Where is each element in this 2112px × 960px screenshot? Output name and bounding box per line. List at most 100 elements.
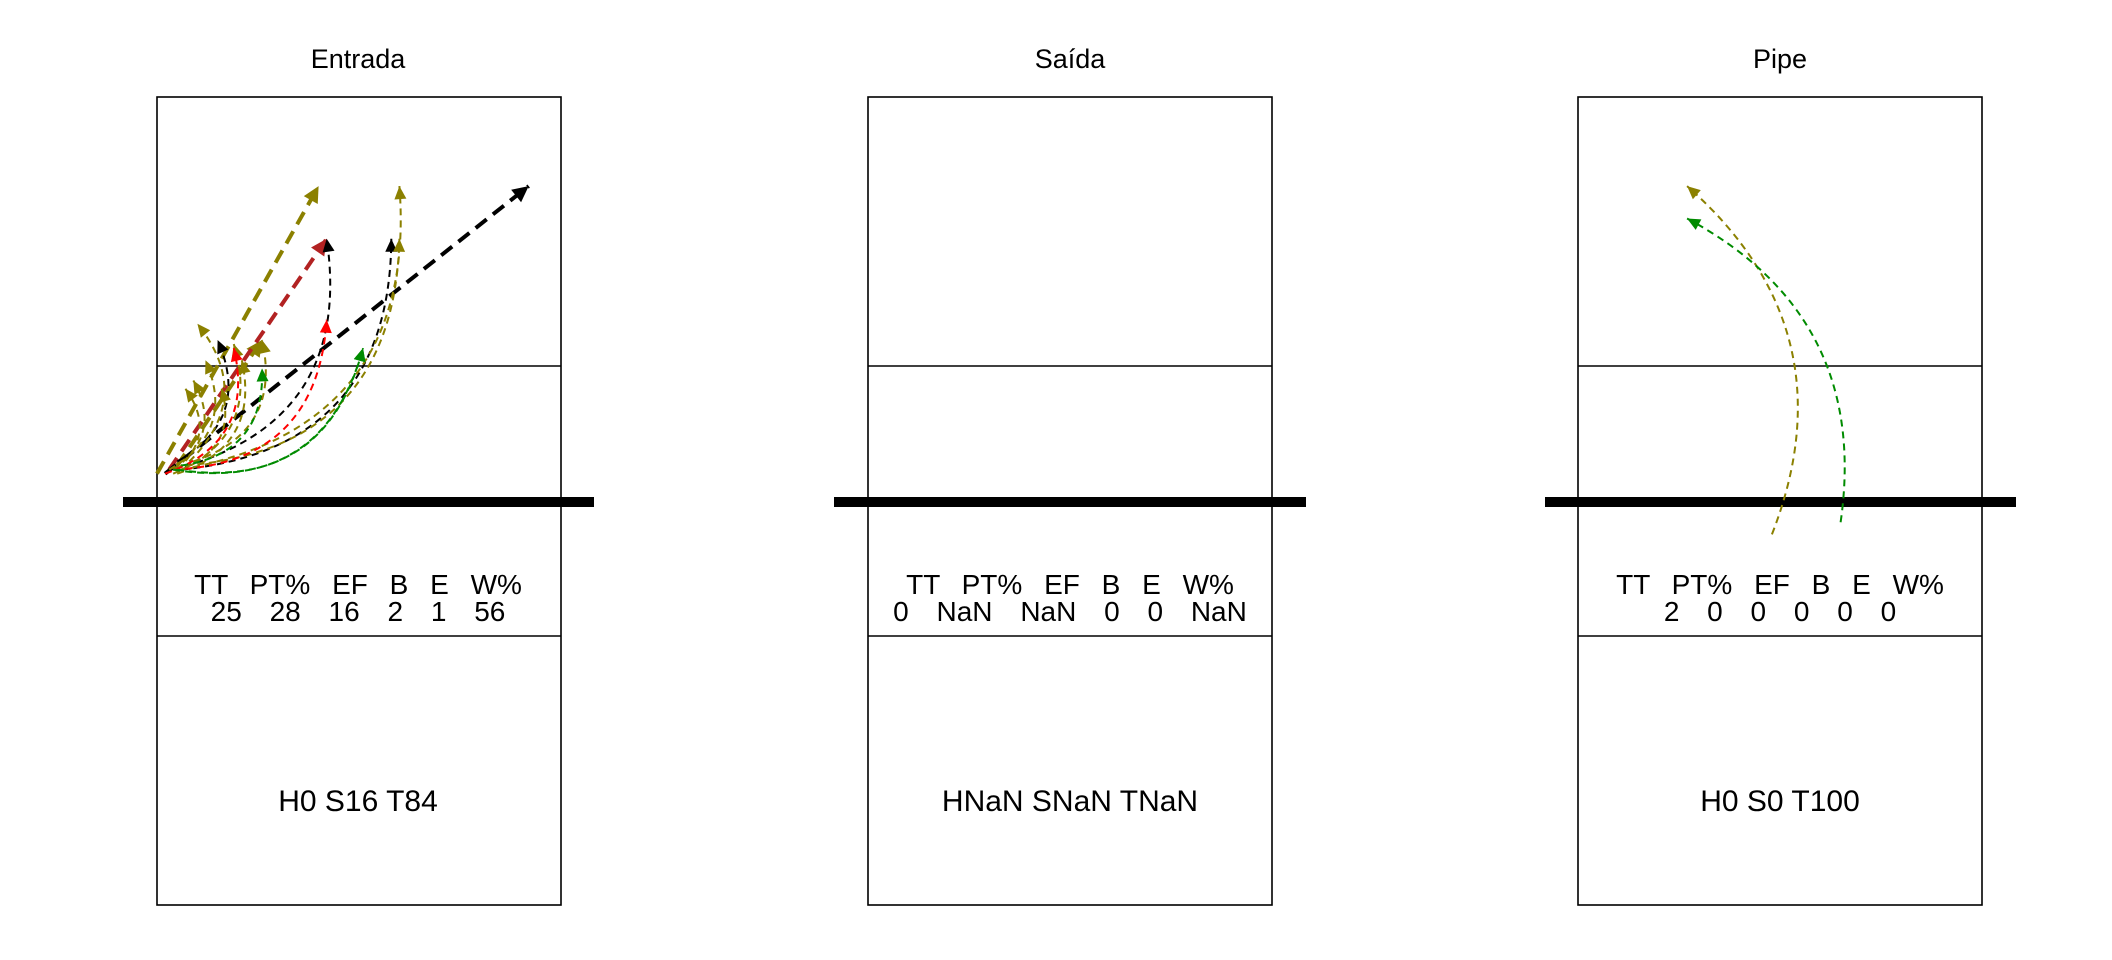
attack-arrow-path — [176, 360, 247, 475]
arrow-head — [205, 360, 217, 375]
stats-header-tt: TT — [906, 569, 940, 600]
arrow-head — [394, 186, 407, 200]
stats-header-w: W% — [1893, 569, 1944, 600]
arrow-head — [217, 340, 229, 355]
arrow-head — [258, 340, 271, 354]
attack-arrow-path — [173, 319, 328, 471]
stats-header-b: B — [1102, 569, 1121, 600]
attack-arrow-path — [168, 359, 217, 471]
attack-arrow — [1686, 217, 1846, 523]
stats-value-pt: 28 — [270, 596, 301, 627]
arrow-head — [303, 186, 319, 204]
arrow-head — [393, 238, 406, 252]
attack-arrow — [155, 185, 321, 475]
attack-arrow-path — [164, 347, 240, 475]
arrow-head — [319, 319, 332, 334]
stats-value-tt: 25 — [211, 596, 242, 627]
stats-value-w: NaN — [1191, 596, 1247, 627]
panel-title: Pipe — [1753, 44, 1807, 74]
stats-header-w: W% — [1183, 569, 1234, 600]
attack-arrow — [164, 347, 243, 475]
attack-arrow-path — [1686, 217, 1846, 523]
stats-header-pt: PT% — [1672, 569, 1733, 600]
stats-value-pt: NaN — [937, 596, 993, 627]
stats-header: TT PT% EF B E W% — [906, 569, 1234, 600]
stats-header-e: E — [430, 569, 449, 600]
stats-header-ef: EF — [1044, 569, 1080, 600]
attack-arrow-path — [167, 237, 329, 471]
stats-value-e: 0 — [1837, 596, 1853, 627]
attack-arrow — [168, 359, 217, 471]
arrow-head — [246, 340, 263, 358]
arrow-head — [1687, 218, 1702, 230]
arrow-head — [230, 348, 243, 363]
arrow-head — [353, 348, 366, 363]
arrow-head — [511, 186, 529, 203]
panel-pipe: Pipe TT PT% EF B E W% 2 0 0 0 0 0 H0 S0 … — [1545, 44, 2016, 906]
attack-arrow-path — [177, 347, 365, 474]
stats-value-ef: 16 — [329, 596, 360, 627]
attack-arrow-path — [175, 338, 264, 467]
attack-arrow-path — [163, 184, 530, 476]
attack-arrow — [176, 360, 251, 475]
attack-arrow — [181, 368, 269, 467]
stats-value-e: 0 — [1147, 596, 1163, 627]
stats-header-b: B — [390, 569, 409, 600]
attack-arrow-path — [155, 185, 321, 475]
stats-header-e: E — [1142, 569, 1161, 600]
panel-saida: Saída TT PT% EF B E W% 0 NaN NaN 0 0 NaN… — [834, 44, 1306, 906]
arrow-head — [322, 238, 335, 253]
stats-value-ef: NaN — [1020, 596, 1076, 627]
stats-header-w: W% — [471, 569, 522, 600]
stats-value-tt: 0 — [893, 596, 909, 627]
attack-arrow — [175, 338, 264, 467]
attack-arrow-path — [172, 238, 332, 471]
stats-header: TT PT% EF B E W% — [194, 569, 522, 600]
attack-arrow — [177, 347, 366, 474]
arrow-head — [238, 360, 251, 375]
stats-header-b: B — [1812, 569, 1831, 600]
attack-arrows — [1686, 185, 1846, 535]
stats-header-pt: PT% — [962, 569, 1023, 600]
attack-arrow-path — [193, 339, 267, 463]
arrow-head — [197, 323, 211, 338]
attack-arrow — [172, 380, 206, 471]
panel-entrada: Entrada TT PT% EF B E W% 25 28 16 2 1 56… — [123, 44, 594, 906]
attack-arrow — [167, 237, 329, 471]
attack-arrow-path — [181, 368, 264, 467]
attack-arrow — [181, 238, 398, 471]
stats-value-b: 0 — [1104, 596, 1120, 627]
panel-title: Entrada — [311, 44, 407, 74]
attack-arrow — [163, 184, 530, 476]
panel-title: Saída — [1035, 44, 1107, 74]
attack-arrow-path — [181, 238, 393, 471]
stats-values: 25 28 16 2 1 56 — [211, 596, 506, 627]
attack-arrow — [172, 238, 335, 471]
attack-arrows — [155, 184, 530, 476]
stats-value-e: 1 — [431, 596, 447, 627]
stats-value-w: 0 — [1881, 596, 1897, 627]
stats-header-e: E — [1852, 569, 1871, 600]
stats-value-b: 2 — [387, 596, 403, 627]
stats-header-tt: TT — [194, 569, 228, 600]
stats-value-ef: 0 — [1751, 596, 1767, 627]
arrow-head — [256, 368, 269, 382]
arrow-head — [185, 388, 198, 403]
zone-summary: H0 S0 T100 — [1700, 785, 1860, 818]
attack-arrow — [181, 186, 407, 471]
stats-values: 0 NaN NaN 0 0 NaN — [893, 596, 1247, 627]
stats-values: 2 0 0 0 0 0 — [1664, 596, 1896, 627]
stats-header-tt: TT — [1616, 569, 1650, 600]
stats-header-ef: EF — [1754, 569, 1790, 600]
attack-arrow — [193, 339, 271, 463]
stats-value-tt: 2 — [1664, 596, 1680, 627]
attack-arrow — [176, 388, 201, 471]
attack-arrow — [173, 319, 332, 471]
arrow-head — [385, 238, 398, 252]
stats-value-w: 56 — [474, 596, 505, 627]
zone-summary: HNaN SNaN TNaN — [942, 785, 1198, 818]
stats-header-pt: PT% — [250, 569, 311, 600]
stats-header: TT PT% EF B E W% — [1616, 569, 1944, 600]
attack-arrow-path — [172, 343, 242, 475]
